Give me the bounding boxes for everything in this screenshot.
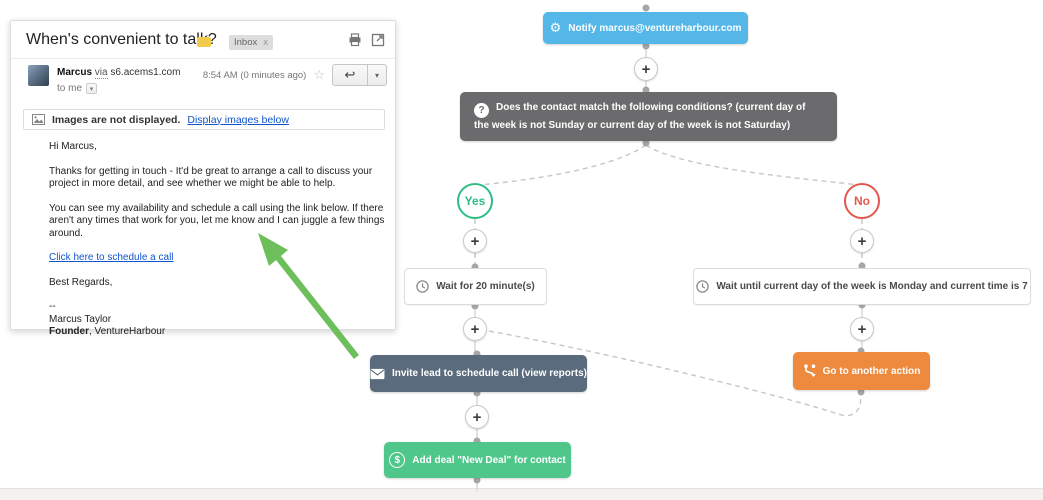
node-notify-label: Notify marcus@ventureharbour.com — [568, 22, 742, 34]
add-step-button-4[interactable]: + — [463, 317, 487, 341]
schedule-call-link[interactable]: Click here to schedule a call — [49, 252, 174, 263]
node-invite-lead[interactable]: Invite lead to schedule call (view repor… — [370, 355, 587, 392]
body-paragraph-1: Thanks for getting in touch - It'd be gr… — [49, 165, 373, 190]
signature-name: Marcus Taylor — [49, 313, 112, 325]
display-images-link[interactable]: Display images below — [187, 113, 289, 126]
clock-icon — [696, 280, 710, 293]
add-step-button-3[interactable]: + — [850, 229, 874, 253]
node-go-to-action[interactable]: Go to another action — [793, 352, 930, 390]
inbox-label: Inbox — [234, 37, 258, 48]
email-preview-panel: When's convenient to talk? Inbox x — [10, 20, 396, 337]
add-step-button-2[interactable]: + — [463, 229, 487, 253]
signature-role: Founder — [49, 326, 89, 337]
node-invite-label: Invite lead to schedule call (view repor… — [391, 368, 587, 379]
add-step-button-5[interactable]: + — [850, 317, 874, 341]
email-body: Hi Marcus, Thanks for getting in touch -… — [49, 141, 395, 339]
to-me-label: to me — [57, 83, 83, 94]
print-icon[interactable] — [348, 33, 362, 47]
node-add-deal[interactable]: $ Add deal "New Deal" for contact — [384, 442, 571, 478]
question-icon: ? — [474, 103, 489, 119]
branch-yes[interactable]: Yes — [457, 183, 493, 219]
image-icon — [32, 114, 45, 125]
node-goto-label: Go to another action — [822, 365, 921, 377]
label-tag-icon[interactable] — [197, 37, 211, 47]
node-condition-label: Does the contact match the following con… — [474, 102, 806, 132]
node-deal-label: Add deal "New Deal" for contact — [412, 454, 566, 466]
from-line: Marcus via s6.acems1.com — [57, 67, 181, 79]
node-wait-until-monday[interactable]: Wait until current day of the week is Mo… — [693, 268, 1031, 305]
signature-block: -- Marcus Taylor Founder, VentureHarbour — [49, 301, 395, 339]
add-step-button-6[interactable]: + — [465, 405, 489, 429]
via-word: via — [94, 67, 108, 79]
node-wait-20-minutes[interactable]: Wait for 20 minute(s) — [404, 268, 547, 305]
body-paragraph-2: You can see my availability and schedule… — [49, 202, 385, 239]
signature-separator: -- — [49, 301, 56, 312]
details-dropdown-icon[interactable]: ▾ — [86, 83, 98, 94]
images-not-displayed-bar: Images are not displayed. Display images… — [23, 109, 385, 130]
clock-icon — [416, 280, 429, 293]
sender-name: Marcus — [57, 67, 93, 78]
email-subject: When's convenient to talk? — [26, 31, 217, 48]
star-icon[interactable]: ☆ — [313, 67, 325, 83]
node-wait-right-label: Wait until current day of the week is Mo… — [716, 281, 1028, 292]
sender-domain: s6.acems1.com — [110, 67, 181, 78]
email-timestamp: 8:54 AM (0 minutes ago) — [202, 69, 307, 81]
reply-button[interactable]: ↩ — [332, 64, 368, 86]
branch-no[interactable]: No — [844, 183, 880, 219]
email-subject-row: When's convenient to talk? Inbox x — [11, 21, 395, 59]
node-condition[interactable]: ?Does the contact match the following co… — [460, 92, 837, 141]
inbox-label-chip[interactable]: Inbox x — [229, 35, 273, 50]
branch-icon — [803, 364, 816, 377]
add-step-button-1[interactable]: + — [634, 57, 658, 81]
canvas-bottom-edge — [0, 488, 1043, 500]
envelope-icon — [370, 368, 385, 379]
remove-label-icon[interactable]: x — [263, 37, 268, 48]
images-notice-text: Images are not displayed. — [52, 113, 181, 126]
sender-avatar[interactable] — [28, 65, 49, 86]
gear-icon: ⚙ — [549, 20, 562, 36]
body-closing: Best Regards, — [49, 276, 113, 288]
dollar-icon: $ — [389, 452, 406, 468]
node-wait-left-label: Wait for 20 minute(s) — [436, 281, 535, 292]
more-options-button[interactable]: ▾ — [368, 64, 387, 86]
open-in-new-icon[interactable] — [371, 33, 385, 47]
reply-arrow-icon: ↩ — [344, 67, 356, 83]
email-meta-row: Marcus via s6.acems1.com to me ▾ 8:54 AM… — [11, 61, 395, 103]
signature-company: , VentureHarbour — [89, 326, 166, 337]
node-notify-email[interactable]: ⚙ Notify marcus@ventureharbour.com — [543, 12, 748, 44]
body-greeting: Hi Marcus, — [49, 141, 97, 152]
to-line: to me ▾ — [57, 83, 98, 94]
